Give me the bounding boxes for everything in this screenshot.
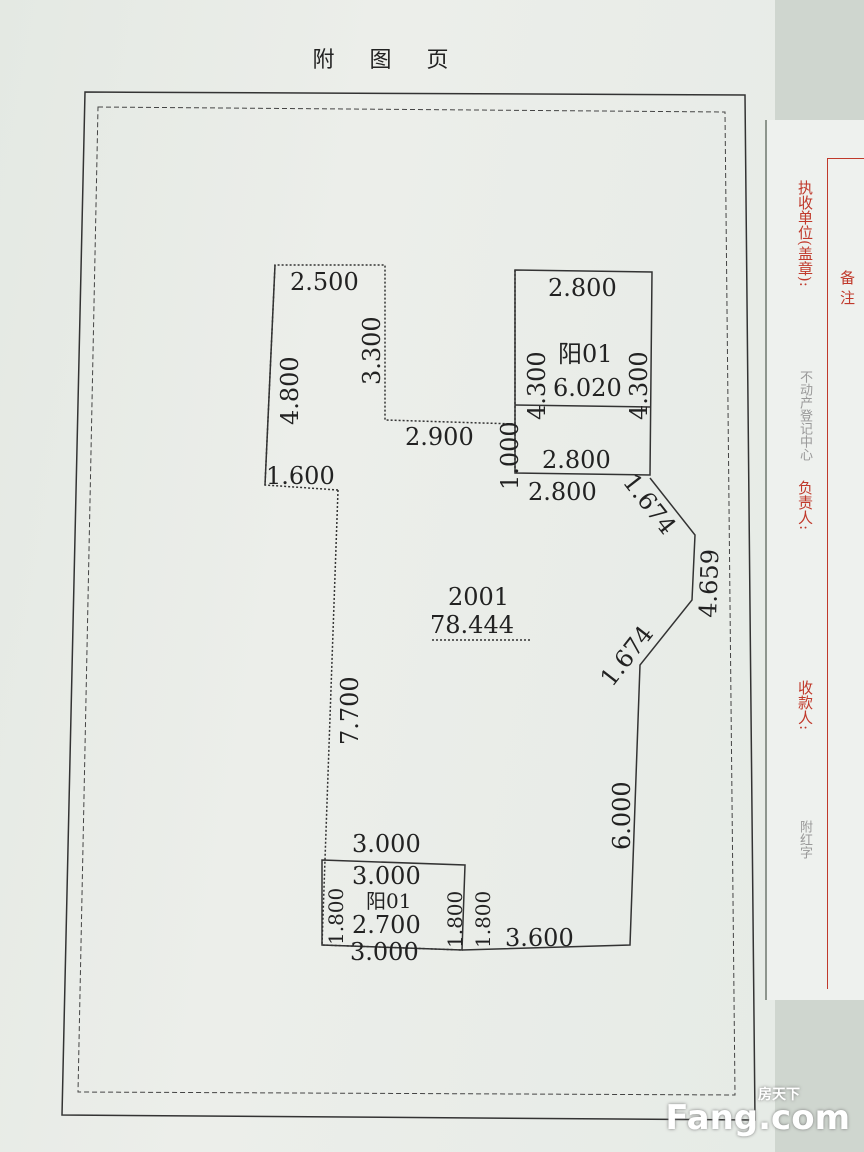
unit-area: 78.444 (430, 611, 514, 639)
balcony-bottom-right: 1.800 (443, 891, 467, 948)
dim-notch-width: 2.900 (405, 423, 474, 451)
dim-diag-lower: 1.674 (595, 620, 659, 691)
balcony-top-offset: 1.000 (496, 421, 524, 490)
inner-dashed-border (77, 106, 736, 1096)
page-title: 附 图 页 (312, 48, 463, 73)
unit-id: 2001 (448, 583, 509, 611)
main-outline-dotted (264, 264, 516, 491)
wall (264, 264, 276, 486)
document-page (0, 0, 775, 1152)
balcony-top-bottom: 2.800 (542, 446, 611, 474)
stamp-text: 不动产登记中心 (797, 370, 812, 461)
balcony-top-right: 4.300 (625, 351, 653, 420)
dim-left-upper: 4.800 (276, 356, 304, 425)
unit-label: 执收单位(盖章): (796, 180, 814, 287)
balcony-bottom-top: 3.000 (352, 862, 421, 890)
receipt-sheet: 备 注 执收单位(盖章): 不动产登记中心 负责人: 收款人: 附红字 (765, 120, 864, 1000)
remarks-label: 备 注 (838, 270, 856, 305)
dim-top-left: 2.500 (290, 268, 359, 296)
balcony-bottom-label: 阳01 (366, 889, 411, 913)
right-wall (461, 477, 696, 951)
balcony-divider (514, 404, 651, 408)
balcony-top-label: 阳01 (558, 340, 613, 368)
responsible-label: 负责人: (796, 480, 814, 531)
balcony-bottom-area: 2.700 (352, 911, 421, 939)
payee-label: 收款人: (796, 680, 814, 731)
dim-left-lower: 7.700 (336, 676, 364, 745)
watermark-brand: Fang.com (665, 1098, 850, 1138)
balcony-top-left: 4.300 (523, 351, 551, 420)
receipt-frame (827, 158, 864, 989)
dim-step-left: 1.600 (266, 462, 335, 490)
dim-right-height: 6.000 (608, 781, 636, 850)
dim-bottom-right: 3.600 (505, 924, 574, 952)
balcony-bottom-left: 1.800 (324, 888, 348, 945)
balcony-top-below: 2.800 (528, 478, 597, 506)
balcony-bottom-top-outer: 3.000 (352, 830, 421, 858)
balcony-bottom-outline (321, 859, 466, 951)
attached-text: 附红字 (797, 820, 812, 859)
outer-border (61, 91, 756, 1121)
balcony-bottom-right-outer: 1.800 (471, 891, 495, 948)
dim-diag-side: 4.659 (694, 549, 724, 619)
dim-diag-upper: 1.674 (617, 468, 681, 539)
balcony-top-top: 2.800 (548, 274, 617, 302)
balcony-bottom-bottom: 3.000 (350, 938, 419, 966)
balcony-top-area: 6.020 (553, 374, 622, 402)
dim-notch-depth: 3.300 (358, 316, 386, 385)
watermark-cn: 房天下 (758, 1087, 800, 1103)
